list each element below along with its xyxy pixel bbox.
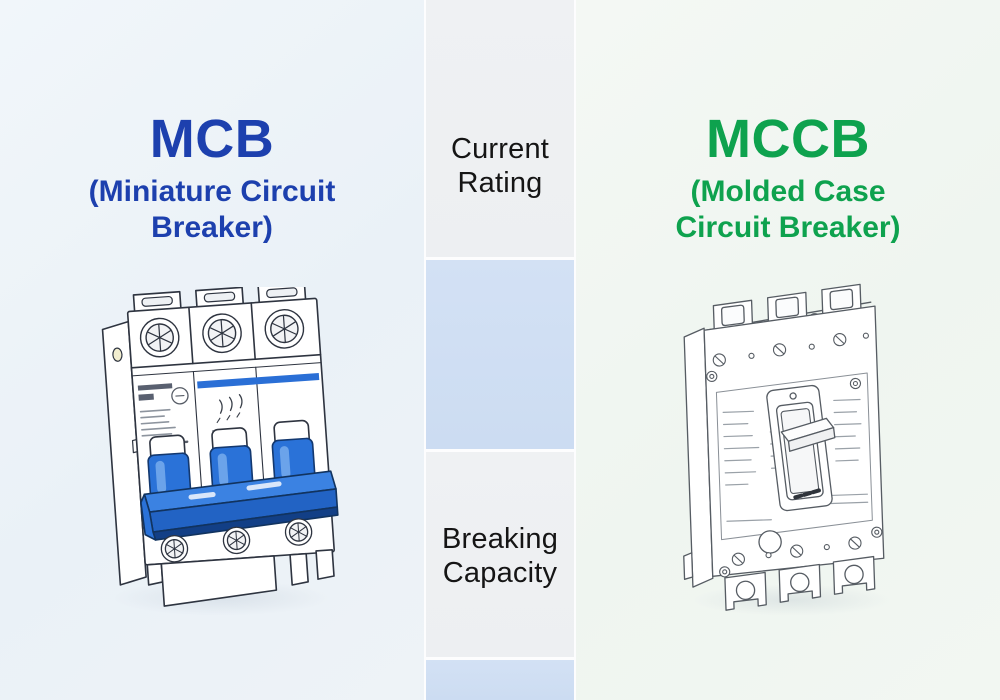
mcb-illustration (95, 287, 347, 610)
mcb-heading: MCB (Miniature Circuit Breaker) (0, 110, 424, 246)
comparison-row-current-rating: Current Rating (426, 0, 574, 257)
mcb-subtitle: (Miniature Circuit Breaker) (88, 175, 336, 244)
current-rating-label: Current Rating (450, 133, 550, 199)
comparison-column: Current Rating Breaking Capacity (424, 0, 576, 700)
mccb-title: MCCB (706, 109, 870, 169)
breaking-capacity-label: Breaking Capacity (441, 523, 559, 589)
mccb-heading: MCCB (Molded Case Circuit Breaker) (576, 110, 1000, 246)
comparison-row-spacer-1 (426, 260, 574, 449)
mcb-title: MCB (149, 109, 275, 169)
comparison-row-breaking-capacity: Breaking Capacity (426, 452, 574, 657)
mccb-subtitle: (Molded Case Circuit Breaker) (675, 175, 901, 244)
comparison-row-spacer-2 (426, 660, 574, 700)
mccb-illustration (676, 281, 898, 614)
